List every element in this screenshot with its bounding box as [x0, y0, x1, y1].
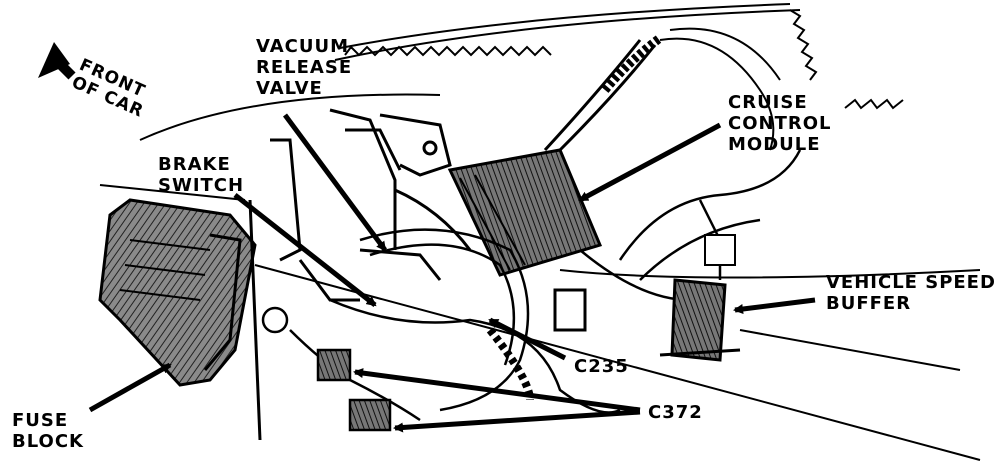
c372-label: C372 [648, 402, 703, 423]
arrow-c372-lower [393, 409, 641, 433]
valve-line: VALVE [256, 78, 323, 99]
block-line: BLOCK [12, 431, 85, 452]
arrow-c235 [488, 317, 567, 361]
fuse-block-label: FUSE BLOCK [12, 410, 84, 452]
fuse-line: FUSE [12, 410, 69, 431]
control-line: CONTROL [728, 113, 832, 134]
arrow-cruise-control-module [578, 122, 722, 203]
buffer-line: BUFFER [826, 293, 912, 314]
fuse-block-drawing [98, 198, 257, 387]
vehicle-speed-line: VEHICLE SPEED [826, 272, 996, 293]
vacuum-line: VACUUM [256, 36, 349, 57]
c372-connector-drawings [261, 306, 392, 432]
arrow-vacuum-release-valve [282, 113, 388, 252]
vacuum-release-valve-label: VACUUM RELEASE VALVE [256, 36, 352, 99]
pedal-bracket-drawing [248, 108, 587, 441]
switch-line: SWITCH [158, 175, 245, 196]
cruise-line: CRUISE [728, 92, 808, 113]
arrow-vehicle-speed-buffer [733, 297, 816, 314]
vehicle-speed-buffer-drawing [659, 234, 741, 362]
release-line: RELEASE [256, 57, 353, 78]
arrow-c372-upper [353, 368, 641, 413]
arrow-brake-switch [233, 193, 377, 307]
module-line: MODULE [728, 134, 821, 155]
arrow-fuse-block [88, 362, 172, 413]
front-direction-arrow [38, 42, 76, 80]
brake-switch-label: BRAKE SWITCH [158, 154, 244, 196]
brake-line: BRAKE [158, 154, 231, 175]
pointer-arrows [88, 113, 816, 433]
vehicle-speed-buffer-label: VEHICLE SPEED BUFFER [826, 272, 996, 314]
cruise-control-module-drawing [447, 27, 781, 277]
c235-label: C235 [574, 356, 629, 377]
cruise-control-module-label: CRUISE CONTROL MODULE [728, 92, 832, 155]
